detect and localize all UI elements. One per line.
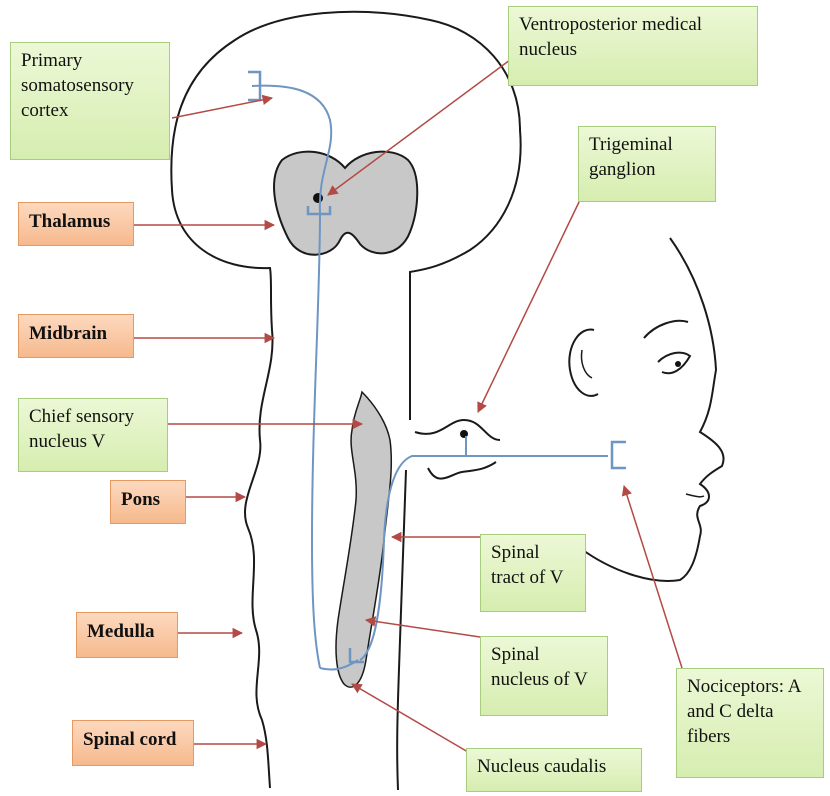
label-spinal-cord: Spinal cord bbox=[72, 720, 194, 766]
pupil bbox=[675, 361, 681, 367]
thalamus-shape bbox=[274, 152, 417, 255]
trigeminal-ganglion-shape bbox=[415, 420, 500, 440]
label-pons: Pons bbox=[110, 480, 186, 524]
eyebrow bbox=[644, 321, 688, 338]
label-trigeminal-ganglion: Trigeminal ganglion bbox=[578, 126, 716, 202]
arrow-primary-cortex bbox=[172, 98, 272, 118]
arrow-spinal-nucleus bbox=[366, 620, 480, 637]
label-medulla: Medulla bbox=[76, 612, 178, 658]
face-profile bbox=[580, 238, 724, 581]
arrow-nociceptors bbox=[624, 486, 682, 668]
label-midbrain: Midbrain bbox=[18, 314, 134, 358]
vpm-nucleus-dot bbox=[313, 193, 323, 203]
eye bbox=[658, 353, 690, 374]
arrow-trigeminal-ganglion bbox=[478, 200, 580, 412]
label-spinal-tract: Spinal tract of V bbox=[480, 534, 586, 612]
label-nociceptors: Nociceptors: A and C delta fibers bbox=[676, 668, 824, 778]
label-ventroposterior-nucleus: Ventroposterior medical nucleus bbox=[508, 6, 758, 86]
label-spinal-nucleus: Spinal nucleus of V bbox=[480, 636, 608, 716]
label-primary-somatosensory-cortex: Primary somatosensory cortex bbox=[10, 42, 170, 160]
ear-inner bbox=[581, 350, 592, 378]
ganglion-lower-shape bbox=[428, 462, 496, 479]
label-chief-sensory-nucleus: Chief sensory nucleus V bbox=[18, 398, 168, 472]
brainstem-right-outline bbox=[397, 470, 406, 790]
arrow-nucleus-caudalis bbox=[352, 684, 468, 752]
label-nucleus-caudalis: Nucleus caudalis bbox=[466, 748, 642, 792]
arrow-vpm bbox=[328, 60, 510, 195]
ear-shape bbox=[569, 329, 598, 395]
label-thalamus: Thalamus bbox=[18, 202, 134, 246]
lips bbox=[686, 494, 704, 497]
